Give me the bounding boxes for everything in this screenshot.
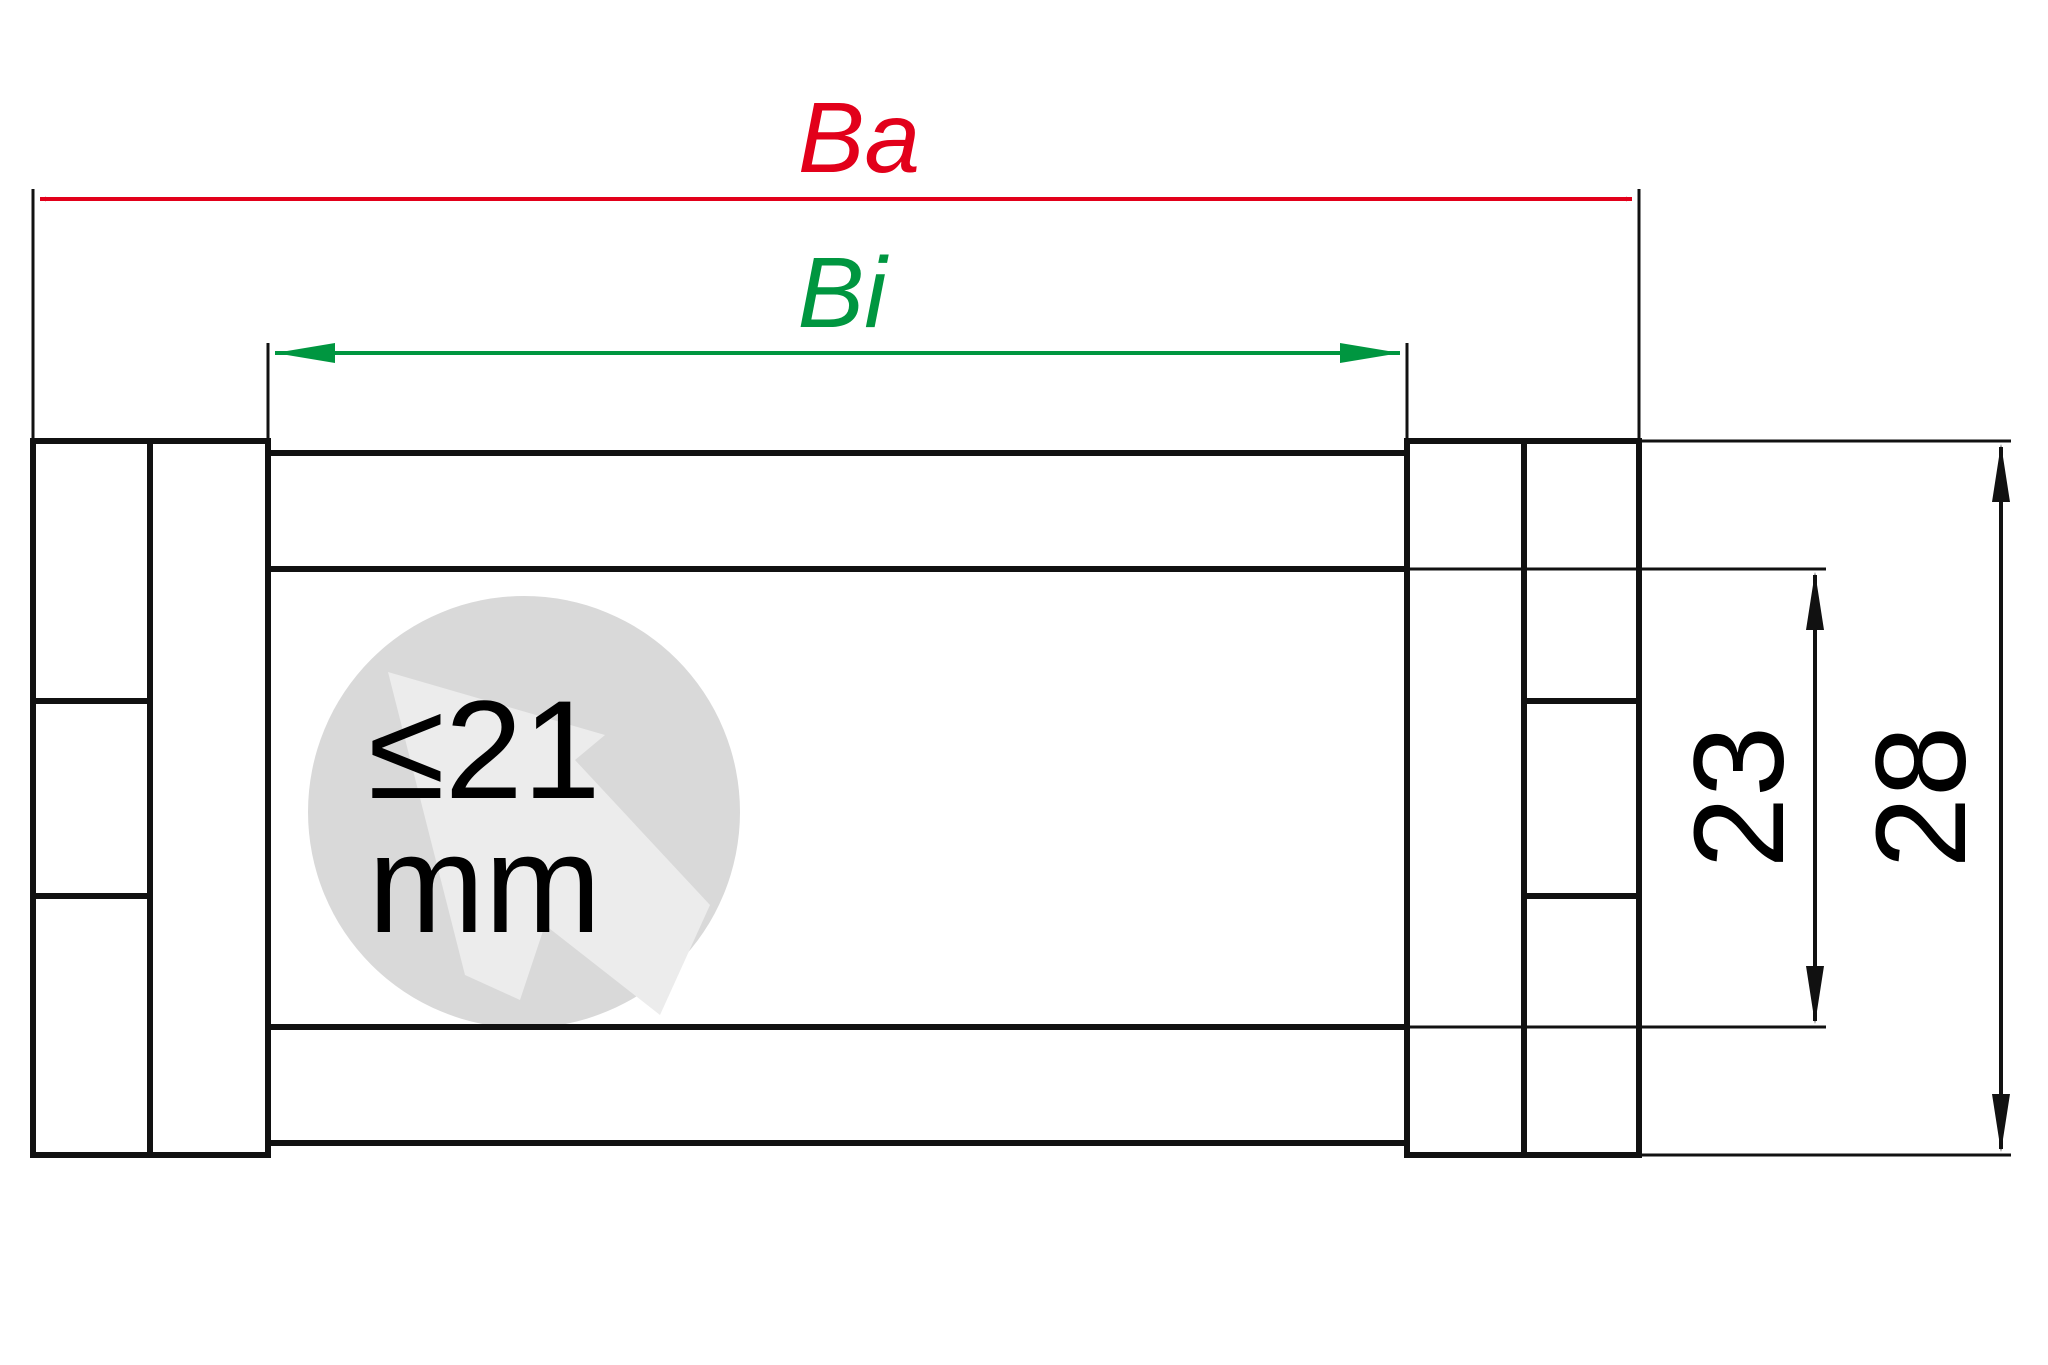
badge-value: ≤21 xyxy=(368,671,601,828)
extension-lines xyxy=(31,189,2011,1157)
badge-unit: mm xyxy=(368,805,601,962)
inner-height-label: 23 xyxy=(1668,726,1811,868)
chain-link-outline xyxy=(30,438,1642,1158)
outer-height-dimension: 28 xyxy=(1850,444,2010,1152)
outer-width-label: Ba xyxy=(798,82,920,194)
arrow-watermark-icon xyxy=(388,672,710,1015)
inner-width-dimension: Bi xyxy=(275,237,1400,363)
max-cable-diameter-badge: ≤21 mm xyxy=(308,596,740,1028)
outer-width-dimension: Ba xyxy=(40,82,1632,202)
outer-height-label: 28 xyxy=(1850,726,1993,868)
inner-width-label: Bi xyxy=(798,237,890,349)
inner-height-dimension: 23 xyxy=(1668,572,1824,1024)
